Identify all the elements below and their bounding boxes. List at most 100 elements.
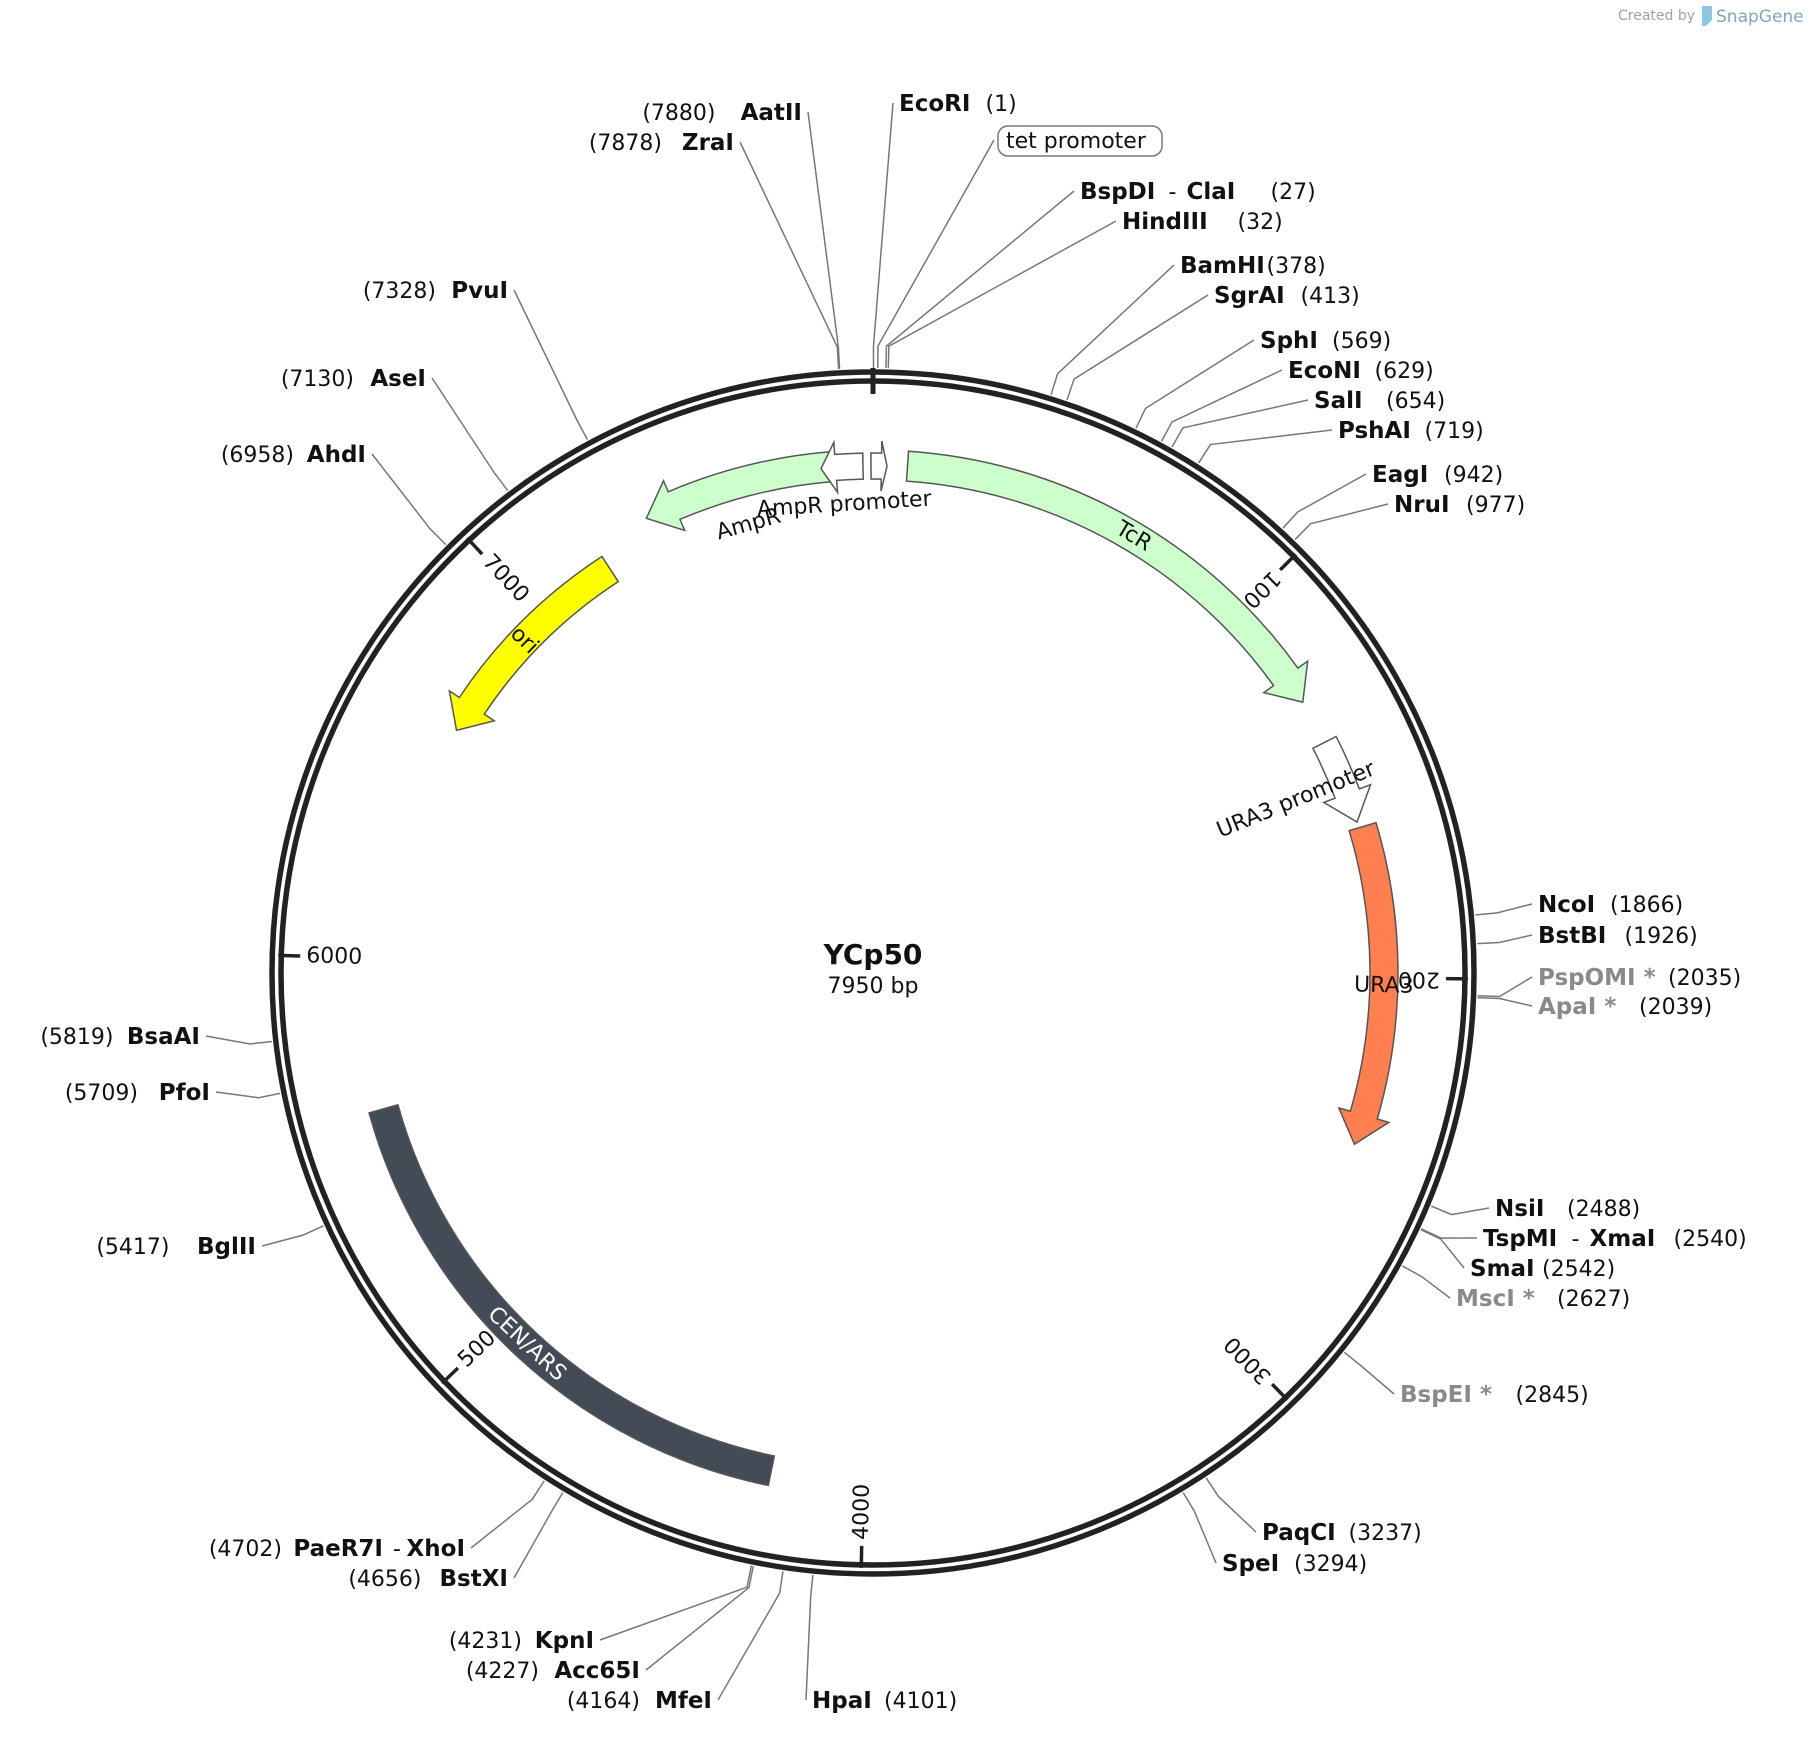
feature-ura3-promoter	[1311, 735, 1372, 824]
site-bamhi: BamHI(378)	[1050, 253, 1326, 396]
site-position: (5819)	[40, 1025, 113, 1050]
site-position: (7880)	[642, 101, 715, 126]
site-leader-line	[371, 453, 447, 546]
site-label: tet promoter	[1006, 129, 1147, 154]
tick-mark	[440, 1366, 460, 1385]
site-position: (654)	[1386, 389, 1445, 414]
site-leader-line	[1205, 1477, 1257, 1533]
site-name: SmaI	[1470, 1256, 1535, 1282]
site-position: (977)	[1466, 493, 1525, 518]
site-name: ApaI *	[1538, 994, 1616, 1020]
site-ecori: EcoRI(1)	[872, 91, 1017, 369]
site-position: (1)	[986, 92, 1017, 117]
site-position: (4656)	[348, 1567, 421, 1592]
site-name: EcoNI	[1288, 358, 1361, 384]
site-leader-line	[805, 1574, 814, 1701]
site-name: BstBI	[1538, 923, 1606, 949]
site-pvui: PvuI(7328)	[363, 278, 589, 440]
site-leader-line	[1197, 429, 1333, 464]
site-position: (942)	[1444, 463, 1503, 488]
site-nrui: NruI(977)	[1294, 492, 1525, 541]
site-bspei: BspEI *(2845)	[1343, 1351, 1589, 1408]
feature-ampr	[645, 450, 835, 532]
site-paer7i: XhoI-PaeR7I(4702)	[209, 1480, 545, 1562]
site-name: ZraI	[682, 130, 734, 156]
site-name: HpaI	[812, 1688, 872, 1714]
site-spei: SpeI (3294)	[1182, 1492, 1367, 1577]
site-bstxi: BstXI(4656)	[348, 1492, 564, 1592]
site-label-box	[997, 125, 1163, 157]
site-leader-line	[717, 1571, 784, 1701]
site-position: (27)	[1271, 180, 1316, 205]
tick-label: 3000	[1220, 1331, 1277, 1389]
site-leader-line	[470, 1480, 545, 1549]
site-apai: ApaI * (2039)	[1477, 994, 1712, 1020]
site-name: NsiI	[1495, 1196, 1544, 1222]
site-sgrai: SgrAI(413)	[1066, 283, 1360, 401]
tick-label: 6000	[306, 943, 363, 970]
site-position: (6958)	[221, 443, 294, 468]
site-leader-line	[431, 377, 509, 492]
site-name: AhdI	[307, 442, 366, 468]
site-name: PshAI	[1338, 418, 1411, 444]
feature-ampr-promoter	[820, 439, 865, 495]
site-bspdi: BspDI-ClaI(27)	[885, 179, 1316, 369]
site-name: NcoI	[1538, 892, 1595, 918]
site-position: (4101)	[884, 1689, 957, 1714]
site-bglii: BglII (5417)	[96, 1225, 324, 1260]
snapgene-credit: Created by SnapGene	[1618, 6, 1804, 27]
site-leader-line	[739, 141, 840, 370]
site-position: (4231)	[449, 1629, 522, 1654]
feature-cen-ars	[368, 1103, 776, 1487]
site-leader-line	[1477, 976, 1533, 998]
site-leader-line	[1420, 1229, 1465, 1269]
site-name: EagI	[1372, 462, 1428, 488]
site-position: (2627)	[1557, 1287, 1630, 1312]
site-ahdi: AhdI (6958)	[221, 442, 447, 546]
site-pshai: PshAI(719)	[1197, 418, 1484, 464]
site-position: (378)	[1267, 254, 1326, 279]
site-position: (32)	[1238, 210, 1283, 235]
site-ncoi: NcoI(1866)	[1475, 892, 1683, 918]
site-name: SphI	[1260, 328, 1318, 354]
site-position: (7130)	[281, 367, 354, 392]
site-eagi: EagI (942)	[1282, 462, 1503, 529]
site-position: (5709)	[65, 1081, 138, 1106]
site-position: (2488)	[1567, 1197, 1640, 1222]
site-msci: MscI *(2627)	[1401, 1265, 1630, 1312]
site-aatii: AatII(7880)	[642, 100, 841, 369]
tick-mark	[1270, 1382, 1289, 1402]
site-position: (629)	[1375, 359, 1434, 384]
site-position: (3294)	[1294, 1552, 1367, 1577]
site-position: (4164)	[567, 1689, 640, 1714]
tick-label: 7000	[477, 550, 533, 608]
site-tet-promoter: tet promoter	[877, 125, 1163, 369]
site-bsaai: BsaAI (5819)	[40, 1024, 272, 1050]
site-name: BglII	[197, 1234, 256, 1260]
site-leader-line	[1475, 903, 1533, 916]
site-position: (2039)	[1639, 995, 1712, 1020]
site-acc65i: Acc65I(4227)	[466, 1565, 755, 1684]
feature-label-ampr-promoter: AmpR promoter	[756, 486, 933, 522]
feature-ura3	[1337, 821, 1399, 1146]
site-leader-line	[645, 1565, 755, 1671]
site-mfei: MfeI(4164)	[567, 1571, 784, 1714]
site-name: SpeI	[1222, 1551, 1279, 1577]
site-paqci: PaqCI(3237)	[1205, 1477, 1422, 1546]
snapgene-logo-icon	[1702, 6, 1712, 26]
plasmid-length: 7950 bp	[828, 974, 919, 999]
site-leader-line	[1477, 996, 1533, 1007]
site-leader-line	[887, 220, 1117, 369]
site-name: BsaAI	[127, 1024, 200, 1050]
site-leader-line	[1430, 1205, 1490, 1216]
site-position: (2845)	[1516, 1383, 1589, 1408]
site-leader-line	[1171, 399, 1309, 448]
site-position: (5417)	[96, 1235, 169, 1260]
site-name: PaeR7I	[293, 1536, 383, 1562]
site-separator: -	[393, 1537, 401, 1562]
site-leader-line	[872, 102, 894, 369]
backbone-inner-strand	[278, 378, 1468, 1568]
site-name: PspOMI *	[1538, 965, 1656, 991]
plasmid-name: YCp50	[823, 938, 923, 971]
feature-tcr	[905, 450, 1309, 704]
